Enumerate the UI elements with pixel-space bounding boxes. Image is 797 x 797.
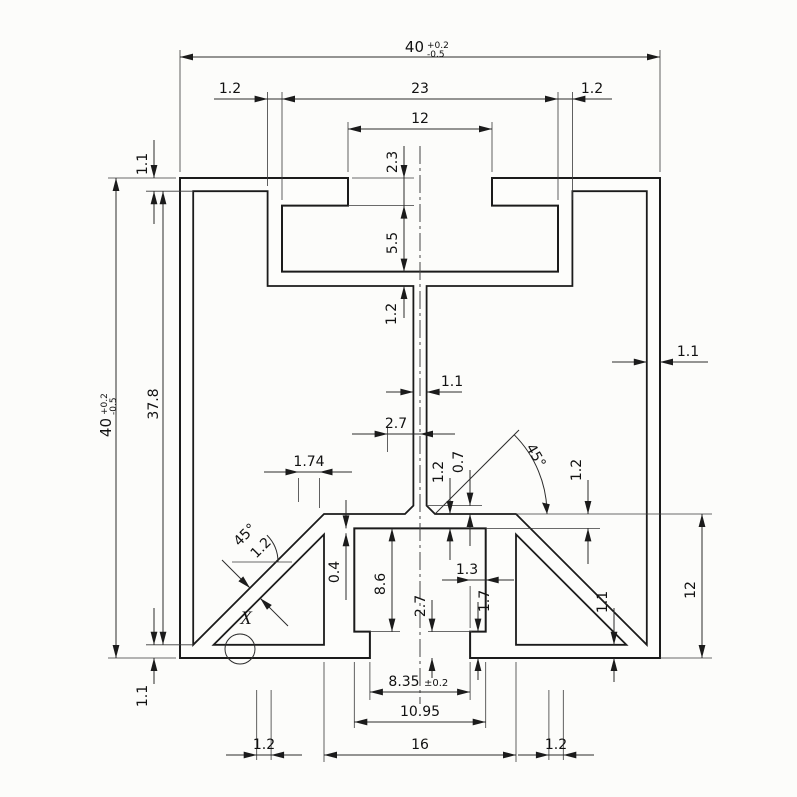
dim-top-wall-left-label: 1.2 xyxy=(219,81,241,97)
dim-channel-cavity-height: 8.6 xyxy=(369,528,400,632)
dim-bottom-left: 1.2 xyxy=(226,690,302,760)
dim-bottom-wall-left-label: 1.1 xyxy=(135,685,151,707)
detail-x-marker: X xyxy=(224,608,256,665)
dim-channel-opening-tol: ±0.2 xyxy=(424,678,448,689)
dim-top-width-tol-minus: -0.5 xyxy=(427,50,445,60)
dim-channel-step: 0.4 xyxy=(327,500,350,600)
dim-inner-height: 37.8 xyxy=(146,191,194,646)
dim-web-thickness-label: 1.1 xyxy=(441,374,463,390)
dim-channel-lip-width-label: 1.3 xyxy=(456,562,478,578)
dim-top-wall-right-label: 1.2 xyxy=(581,81,603,97)
dim-left-height-label: 40 xyxy=(97,418,115,437)
dim-top-walls-and-cavity: 1.2 23 1.2 xyxy=(214,81,612,200)
dim-web-thickness: 1.1 xyxy=(386,374,463,396)
dim-web-offset: 2.7 xyxy=(352,416,455,452)
dim-channel-step-label: 0.4 xyxy=(327,561,343,583)
dim-bottom-right-label: 1.2 xyxy=(545,737,567,753)
dim-web-offset-label: 2.7 xyxy=(385,416,407,432)
profile-right-corner-cavity xyxy=(515,532,629,646)
dim-top-slot-opening-label: 12 xyxy=(411,111,429,127)
dim-channel-lip-height-label: 1.7 xyxy=(477,590,493,612)
dim-bottom-right: 1.2 xyxy=(518,690,594,760)
dim-bottom-wall-right: 1.1 xyxy=(595,591,618,682)
dim-flange-thickness: 1.1 xyxy=(108,140,194,224)
dim-channel-height-label: 12 xyxy=(683,581,699,599)
dim-right-wall: 1.1 xyxy=(612,344,708,366)
dim-chamfer: 0.7 xyxy=(426,451,482,546)
dim-channel-height: 12 xyxy=(660,514,712,659)
dim-top-floor-thickness-label: 1.2 xyxy=(384,303,400,325)
profile-left-corner-cavity xyxy=(211,532,325,646)
dim-channel-lip-height: 1.7 xyxy=(474,590,493,680)
detail-x-label: X xyxy=(239,608,253,629)
dim-chamfer-label: 0.7 xyxy=(451,451,467,473)
dim-top-slot-depths: 2.3 5.5 1.2 xyxy=(348,146,414,325)
dim-top-slot-opening: 12 xyxy=(347,111,493,172)
dim-plate-left: 1.2 xyxy=(431,461,454,560)
profile-left-chamber xyxy=(192,190,415,647)
dim-channel-opening-label: 8.35 xyxy=(388,674,419,690)
dim-plate-right: 1.2 xyxy=(485,459,712,564)
dim-channel-outer-width-label: 16 xyxy=(411,737,429,753)
dim-channel-cavity-width: 10.95 xyxy=(353,662,487,728)
dim-bottom-left-label: 1.2 xyxy=(253,737,275,753)
dim-bottom-wall-left: 1.1 xyxy=(135,608,158,707)
dim-flange-thickness-label: 1.1 xyxy=(135,153,151,175)
dim-right-wall-label: 1.1 xyxy=(677,344,699,360)
dim-left-height-tol-plus: +0.2 xyxy=(100,393,110,415)
dim-channel-outer-width: 16 xyxy=(323,662,517,762)
dim-channel-lip-total-label: 2.7 xyxy=(413,595,429,617)
dim-channel-cavity-height-label: 8.6 xyxy=(373,573,389,595)
dim-top-width-label: 40 xyxy=(405,38,424,56)
dim-inner-height-label: 37.8 xyxy=(146,388,162,419)
dim-top-cavity-depth-label: 5.5 xyxy=(385,232,401,254)
dim-channel-lip-width: 1.3 xyxy=(442,562,514,628)
dim-channel-cavity-width-label: 10.95 xyxy=(400,704,440,720)
dim-top-lip-depth-label: 2.3 xyxy=(385,151,401,173)
dim-plate-right-label: 1.2 xyxy=(569,459,585,481)
dim-top-width: 40 +0.2 -0.5 xyxy=(179,38,661,172)
dim-top-width-tol-plus: +0.2 xyxy=(427,41,449,51)
dim-channel-opening: 8.35 ±0.2 xyxy=(369,662,471,700)
dim-channel-lip-total: 2.7 xyxy=(413,595,472,678)
dim-left-height-tol-minus: -0.5 xyxy=(109,397,119,415)
dim-rib-offset: 1.74 xyxy=(264,454,352,508)
dim-bottom-wall-right-label: 1.1 xyxy=(595,591,611,613)
dim-top-cavity-width-label: 23 xyxy=(411,81,429,97)
detail-circle xyxy=(224,633,256,665)
dim-left-height: 40 +0.2 -0.5 xyxy=(97,178,176,659)
dim-rib-offset-label: 1.74 xyxy=(293,454,324,470)
dim-plate-left-label: 1.2 xyxy=(431,461,447,483)
